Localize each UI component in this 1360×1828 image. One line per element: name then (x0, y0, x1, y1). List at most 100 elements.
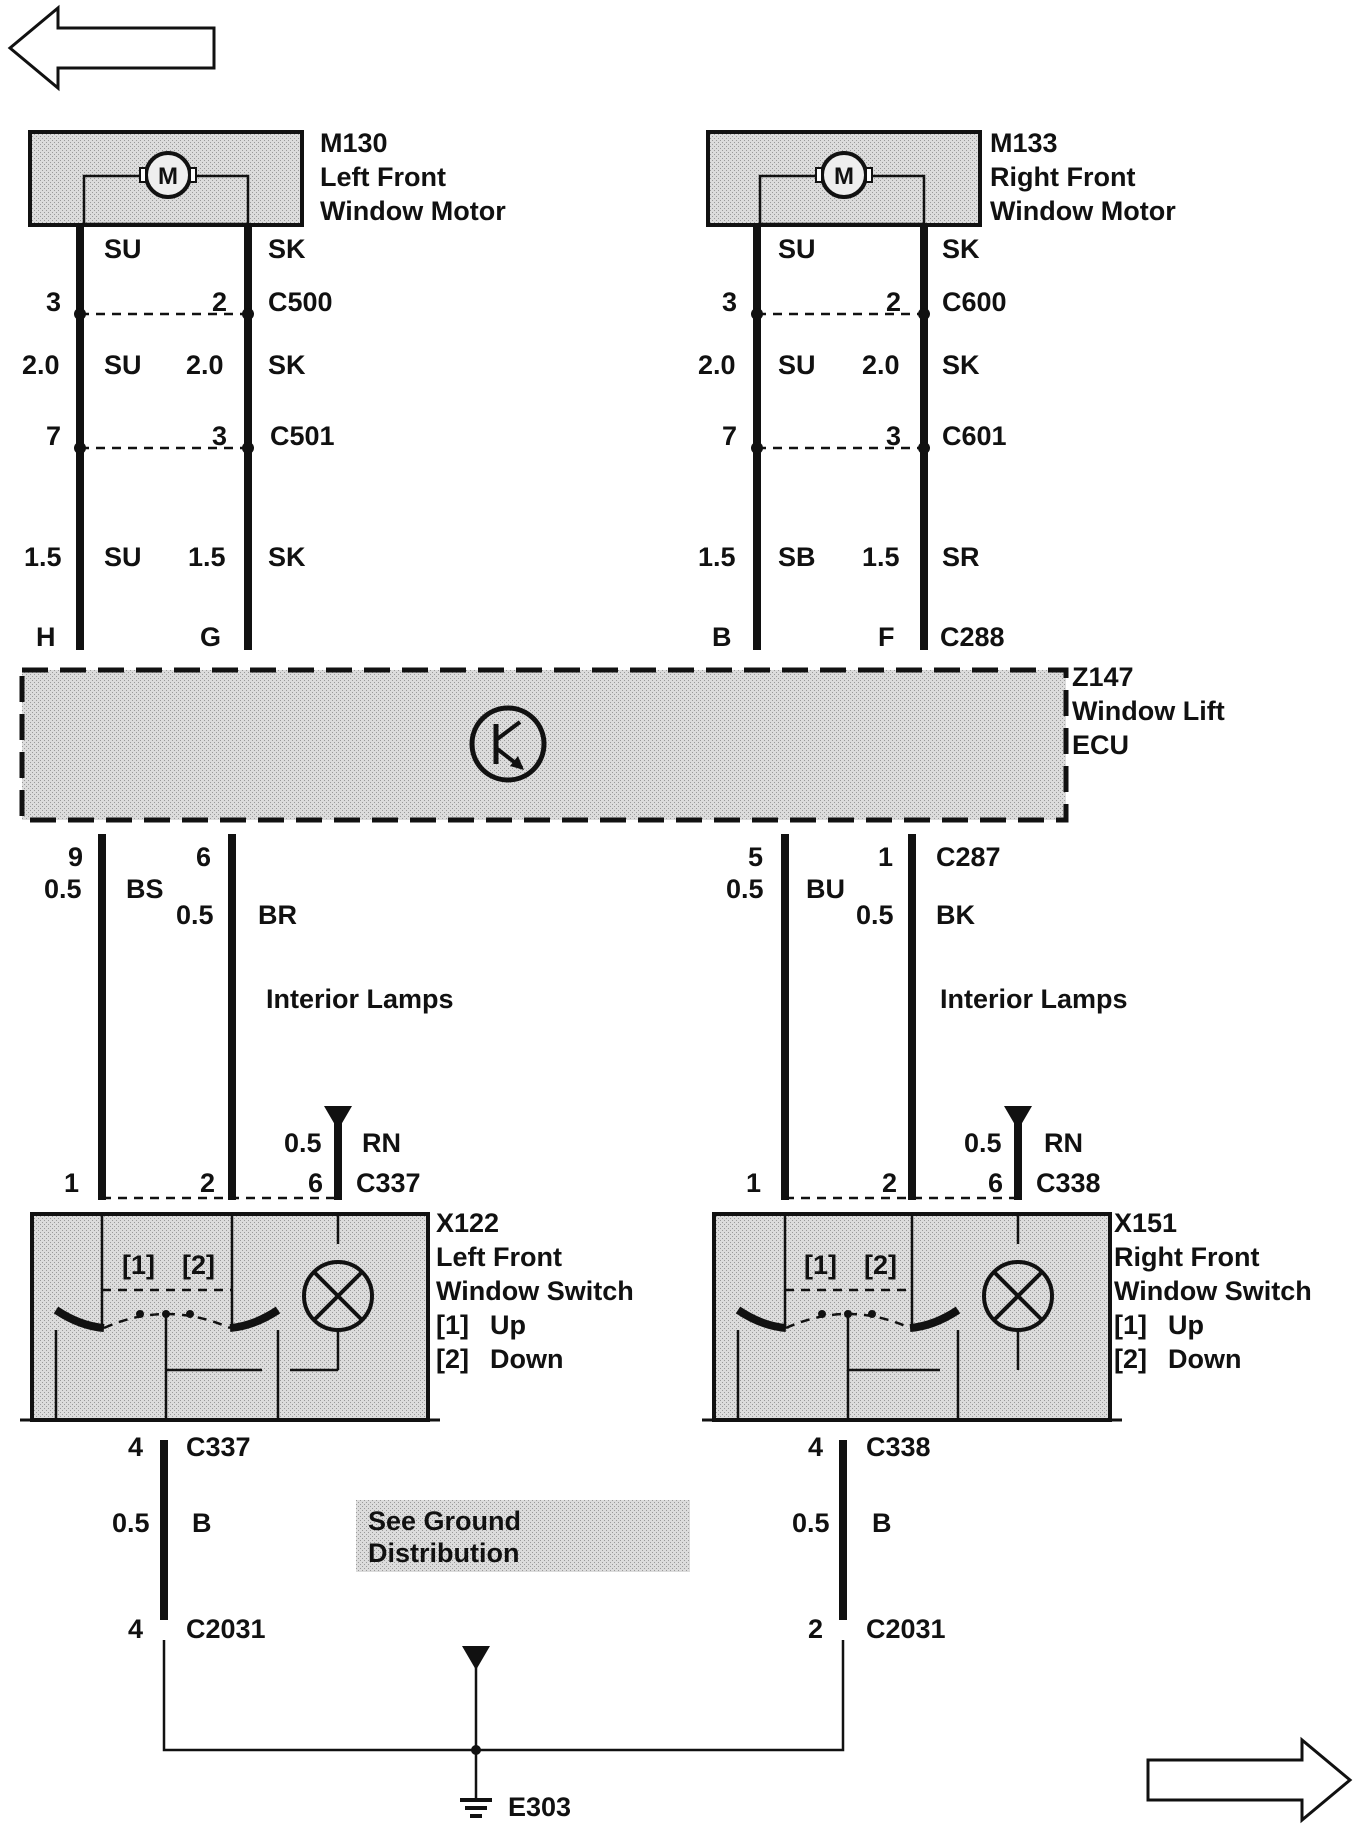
right-ground-conn-bottom: C2031 (866, 1614, 946, 1644)
window-lift-ecu: Z147 Window Lift ECU (19, 662, 1225, 823)
right-ground-conn-top: C338 (866, 1432, 931, 1462)
c601-pin-left: 7 (722, 421, 737, 451)
right-mid-size-right: 2.0 (862, 350, 900, 380)
left-low-color-right: SK (268, 542, 306, 572)
motor-symbol: M (834, 163, 854, 190)
connector-c601: 7 3 C601 (722, 421, 1007, 454)
right-motor-id: M133 (990, 128, 1058, 158)
left-motor-wire-right: SK (268, 234, 306, 264)
left-low-size-right: 1.5 (188, 542, 226, 572)
c287-color-1: BK (936, 900, 975, 930)
right-switch-opt1: Up (1168, 1310, 1204, 1340)
left-ground-conn-top: C337 (186, 1432, 251, 1462)
right-rn-size: 0.5 (964, 1128, 1002, 1158)
right-ground-pin-top: 4 (808, 1432, 823, 1462)
c500-pin-right: 2 (212, 287, 227, 317)
right-ground-pin-bottom: 2 (808, 1614, 823, 1644)
left-switch-connector: C337 (356, 1168, 421, 1198)
c601-name: C601 (942, 421, 1007, 451)
left-switch-opt2: Down (490, 1344, 564, 1374)
c287-size-9: 0.5 (44, 874, 82, 904)
ecu-line1: Window Lift (1072, 696, 1225, 726)
c287-color-6: BR (258, 900, 297, 930)
c287-size-1: 0.5 (856, 900, 894, 930)
right-switch-opt2: Down (1168, 1344, 1242, 1374)
c288-name: C288 (940, 622, 1005, 652)
transistor-icon (469, 705, 547, 783)
ecu-line2: ECU (1072, 730, 1129, 760)
c287-pin-9: 9 (68, 842, 83, 872)
left-switch-opt1-tag: [1] (436, 1310, 469, 1340)
left-rn-arrow-icon (324, 1106, 352, 1130)
left-motor-wire-left: SU (104, 234, 142, 264)
c287-size-6: 0.5 (176, 900, 214, 930)
connector-c288: H G B F C288 (36, 622, 1005, 652)
right-ground-color: B (872, 1508, 892, 1538)
left-window-switch: 0.5 RN 1 2 6 C337 [1] [2] X122 Left Fron… (20, 1106, 634, 1422)
c288-pin-f: F (878, 622, 895, 652)
right-switch-line1: Right Front (1114, 1242, 1259, 1272)
left-switch-id: X122 (436, 1208, 499, 1238)
left-ground-pin-top: 4 (128, 1432, 143, 1462)
c501-name: C501 (270, 421, 335, 451)
left-arrow-icon[interactable] (7, 4, 216, 92)
left-ground-color: B (192, 1508, 212, 1538)
c501-pin-left: 7 (46, 421, 61, 451)
right-low-size-right: 1.5 (862, 542, 900, 572)
interior-lamps-left: Interior Lamps (266, 984, 454, 1014)
right-switch-pin-2: 2 (882, 1168, 897, 1198)
left-switch-inner-1: [1] (122, 1250, 155, 1280)
left-mid-color-right: SK (268, 350, 306, 380)
right-switch-inner-1: [1] (804, 1250, 837, 1280)
c600-name: C600 (942, 287, 1007, 317)
connector-c600: 3 2 C600 (722, 287, 1007, 320)
left-mid-size-right: 2.0 (186, 350, 224, 380)
left-ground-pin-bottom: 4 (128, 1614, 143, 1644)
left-rn-size: 0.5 (284, 1128, 322, 1158)
left-window-motor: M M130 Left Front Window Motor (28, 128, 506, 227)
left-switch-opt2-tag: [2] (436, 1344, 469, 1374)
right-rn-arrow-icon (1004, 1106, 1032, 1130)
left-mid-color-left: SU (104, 350, 142, 380)
ground-arrow-icon (462, 1646, 490, 1670)
right-motor-wire-left: SU (778, 234, 816, 264)
c287-size-5: 0.5 (726, 874, 764, 904)
c287-color-9: BS (126, 874, 164, 904)
ground-symbol-icon (460, 1798, 492, 1818)
left-motor-id: M130 (320, 128, 388, 158)
left-switch-pin-1: 1 (64, 1168, 79, 1198)
left-motor-line1: Left Front (320, 162, 446, 192)
right-switch-opt1-tag: [1] (1114, 1310, 1147, 1340)
c287-pin-1: 1 (878, 842, 893, 872)
c600-pin-left: 3 (722, 287, 737, 317)
connector-c500: 3 2 C500 (46, 287, 333, 320)
ground-distribution-note[interactable]: See Ground Distribution (356, 1500, 690, 1572)
connector-c287: 9 0.5 BS 6 0.5 BR 5 0.5 BU 1 0.5 BK C287 (44, 842, 1001, 930)
right-ground-labels: 4 C338 0.5 B 2 C2031 (792, 1432, 946, 1644)
motor-symbol: M (158, 163, 178, 190)
right-switch-line2: Window Switch (1114, 1276, 1312, 1306)
right-low-size-left: 1.5 (698, 542, 736, 572)
ground-note-line2: Distribution (368, 1538, 519, 1568)
left-switch-line2: Window Switch (436, 1276, 634, 1306)
c287-pin-5: 5 (748, 842, 763, 872)
left-switch-pin-6: 6 (308, 1168, 323, 1198)
c501-pin-right: 3 (212, 421, 227, 451)
c288-pin-b: B (712, 622, 732, 652)
right-switch-opt2-tag: [2] (1114, 1344, 1147, 1374)
left-switch-inner-2: [2] (182, 1250, 215, 1280)
left-motor-line2: Window Motor (320, 196, 506, 226)
right-switch-pin-1: 1 (746, 1168, 761, 1198)
right-arrow-icon[interactable] (1146, 1736, 1353, 1824)
right-switch-pin-6: 6 (988, 1168, 1003, 1198)
right-window-motor: M M133 Right Front Window Motor (706, 128, 1176, 227)
right-mid-size-left: 2.0 (698, 350, 736, 380)
left-switch-line1: Left Front (436, 1242, 562, 1272)
c287-pin-6: 6 (196, 842, 211, 872)
c600-pin-right: 2 (886, 287, 901, 317)
left-switch-opt1: Up (490, 1310, 526, 1340)
c287-name: C287 (936, 842, 1001, 872)
left-mid-size-left: 2.0 (22, 350, 60, 380)
connector-c501: 7 3 C501 (46, 421, 335, 454)
left-low-color-left: SU (104, 542, 142, 572)
